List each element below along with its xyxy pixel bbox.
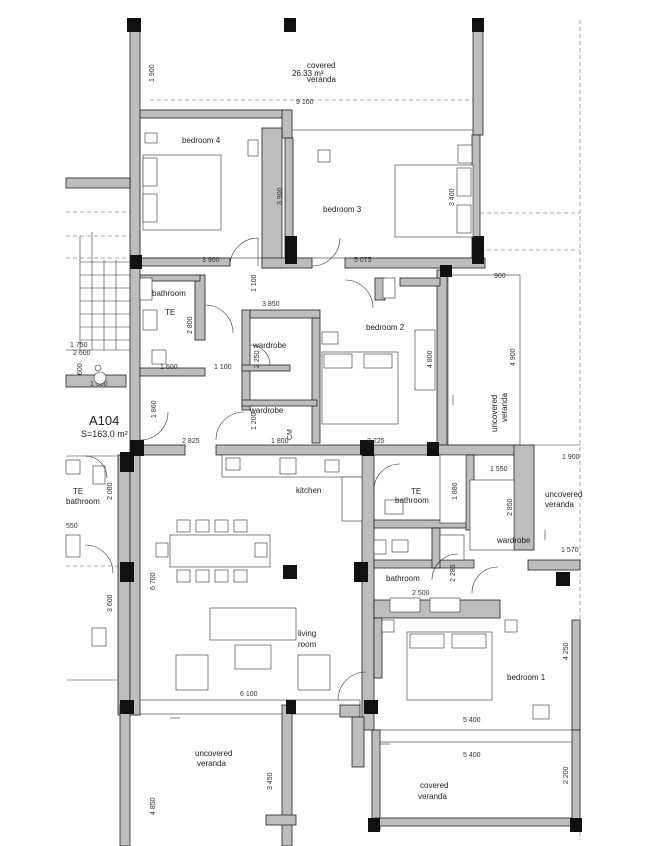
te-west-label: TE (73, 487, 83, 496)
bathroom-nw-label: bathroom (152, 289, 186, 298)
dim-2850: 2 850 (507, 498, 514, 516)
bedroom-1-label: bedroom 1 (507, 673, 546, 682)
dim-1550: 1 550 (490, 466, 508, 473)
dim-1570: 1 570 (561, 547, 579, 554)
dim-3900-v: 3 900 (277, 187, 284, 205)
dim-3900-h: 3 900 (202, 257, 220, 264)
bedroom-2-label: bedroom 2 (366, 323, 405, 332)
bedroom-3-label: bedroom 3 (323, 205, 362, 214)
uncovered-veranda-ne-label: uncovered (545, 490, 582, 499)
kitchen-counter (221, 454, 363, 522)
staircase (66, 232, 130, 351)
dim-3450: 3 450 (267, 772, 274, 790)
dim-3600: 3 600 (107, 594, 114, 612)
dim-2600: 2 600 (73, 350, 91, 357)
bed-bedroom2 (321, 329, 436, 425)
bed-bedroom3 (317, 144, 474, 238)
covered-veranda-bottom-label-2: veranda (418, 792, 447, 801)
dim-1800: 1 800 (271, 438, 289, 445)
bathroom-fixtures (65, 277, 515, 647)
uncovered-veranda-east-label: uncovered (490, 395, 499, 432)
dim-1100-h: 1 100 (214, 364, 232, 371)
wardrobe-upper-label: wardrobe (252, 341, 287, 350)
dim-2250: 2 250 (254, 350, 261, 368)
dim-9100: 9 100 (296, 99, 314, 106)
dim-2285: 2 285 (450, 564, 457, 582)
wardrobe-east-label: wardrobe (496, 536, 531, 545)
dim-4850: 4 850 (150, 797, 157, 815)
dim-4900: 4 900 (510, 348, 517, 366)
wardrobe-lower-label: wardrobe (249, 406, 284, 415)
unit-name: A104 (89, 413, 119, 428)
dim-3850: 3 850 (262, 301, 280, 308)
dim-5400-a: 5 400 (463, 717, 481, 724)
uncovered-veranda-ne-label-2: veranda (545, 500, 574, 509)
living-furniture (175, 607, 331, 691)
dim-3225: 3 225 (367, 438, 385, 445)
dim-3400: 3 400 (449, 188, 456, 206)
dim-1500: 1 500 (90, 381, 108, 388)
dim-600: 600 (77, 363, 84, 375)
dim-1750: 1 750 (70, 342, 88, 349)
dim-2500: 2 500 (412, 590, 430, 597)
uncovered-veranda-bottom-label: uncovered (195, 749, 232, 758)
dim-900: 900 (494, 273, 506, 280)
bed-bedroom4 (142, 132, 259, 231)
direction-arrows (170, 395, 546, 745)
bedroom-4-label: bedroom 4 (182, 136, 221, 145)
dim-2825: 2 825 (182, 438, 200, 445)
bathroom-lower-label: bathroom (386, 574, 420, 583)
dim-2800: 2 800 (187, 316, 194, 334)
bathroom-west-label: bathroom (66, 497, 100, 506)
doors (84, 237, 499, 701)
dim-550: 550 (66, 523, 78, 530)
dim-1100-v: 1 100 (251, 274, 258, 292)
covered-veranda-bottom-label: covered (420, 781, 448, 790)
dim-2080: 2 080 (107, 482, 114, 500)
living-room-label: living (298, 629, 316, 638)
uncovered-veranda-east-label-2: veranda (500, 393, 509, 422)
dim-1200: 1 200 (251, 412, 258, 430)
dim-5075: 5 075 (354, 257, 372, 264)
dimension-labels: 1 900 9 100 3 900 3 900 3 400 5 075 900 … (66, 64, 580, 815)
room-labels: covered 26.33 m² veranda bedroom 4 bedro… (66, 61, 582, 801)
te-center-label: TE (411, 487, 421, 496)
walls (65, 19, 581, 846)
dim-1860: 1 860 (151, 400, 158, 418)
covered-veranda-top-area: 26.33 m² (292, 69, 324, 78)
dim-1600: 1 600 (160, 364, 178, 371)
dim-6700: 6 700 (150, 572, 157, 590)
living-room-label-2: room (298, 640, 317, 649)
dim-5400-b: 5 400 (463, 752, 481, 759)
uncovered-veranda-bottom-label-2: veranda (197, 759, 226, 768)
dining-table (155, 519, 271, 583)
te-nw-label: TE (165, 308, 175, 317)
dim-4250: 4 250 (563, 642, 570, 660)
covered-veranda-top-label-2: veranda (307, 75, 336, 84)
kitchen-label: kitchen (296, 486, 321, 495)
dim-1900-right: 1 900 (562, 454, 580, 461)
columns (120, 18, 582, 832)
wheelchair-icon (93, 364, 107, 385)
cm-annotation: CM (287, 429, 294, 440)
dim-6100: 6 100 (240, 691, 258, 698)
bed-bedroom1 (381, 619, 550, 720)
dim-4800: 4 800 (427, 350, 434, 368)
covered-veranda-top-label: covered (307, 61, 335, 70)
grid-lines (66, 20, 581, 840)
bathroom-center-label: bathroom (395, 496, 429, 505)
dim-2200: 2 200 (563, 766, 570, 784)
dim-1900-top: 1 900 (149, 64, 156, 82)
unit-area: S=163.0 m² (81, 429, 128, 439)
dim-1880: 1 880 (452, 482, 459, 500)
